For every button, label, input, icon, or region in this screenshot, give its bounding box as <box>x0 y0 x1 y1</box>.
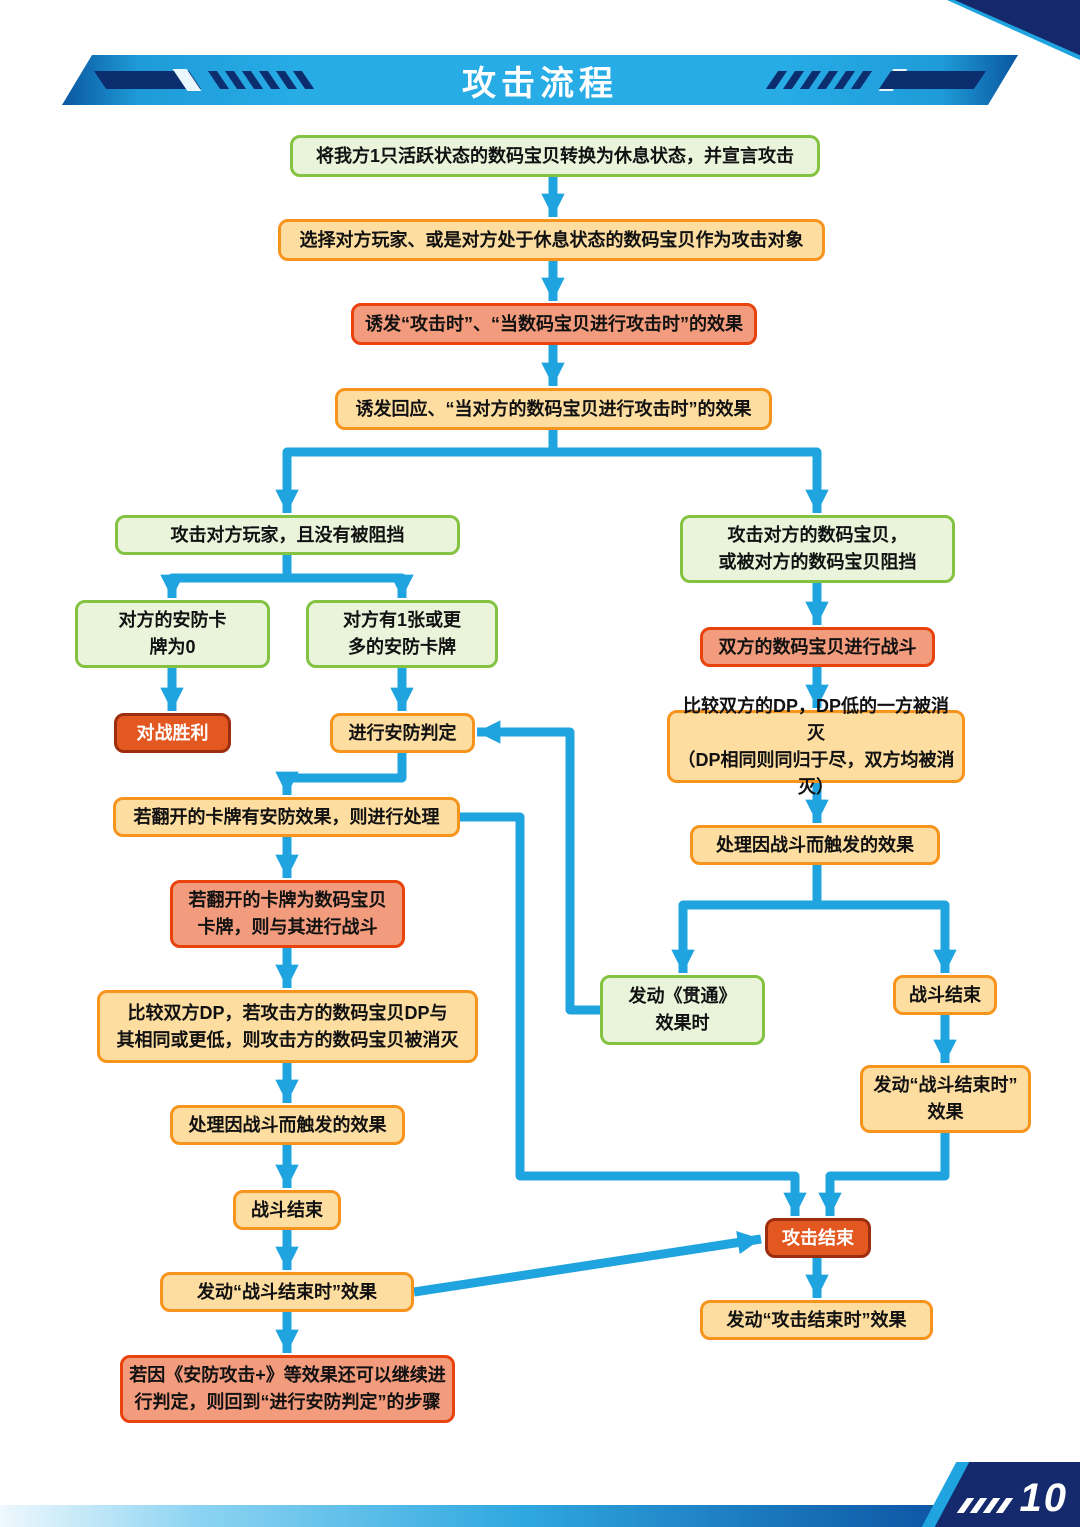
node-security-attack-plus: 若因《安防攻击+》等效果还可以继续进 行判定，则回到“进行安防判定”的步骤 <box>120 1355 455 1423</box>
edge-securityprocess-to-attackend <box>460 812 807 1216</box>
edge-player-to-zero <box>160 555 292 598</box>
edge-player-to-onemore <box>287 573 414 598</box>
node-security-digimon-battle: 若翻开的卡牌为数码宝贝 卡牌，则与其进行战斗 <box>170 880 405 948</box>
node-process-battle-effects-right: 处理因战斗而触发的效果 <box>690 825 940 865</box>
edge-piercing-to-check <box>477 720 600 1015</box>
node-compare-dp-battle: 比较双方的DP，DP低的一方被消灭 （DP相同则同归于尽，双方均被消灭） <box>667 696 965 797</box>
edge-endeffects-to-attackend-r <box>818 1133 950 1216</box>
node-battle-end-effects-right: 发动“战斗结束时” 效果 <box>860 1065 1031 1133</box>
edge-check-to-process <box>275 753 407 795</box>
node-piercing-effect: 发动《贯通》 效果时 <box>600 975 765 1045</box>
node-security-check: 进行安防判定 <box>330 713 475 753</box>
node-security-zero: 对方的安防卡 牌为0 <box>75 600 270 668</box>
page-number: 10 <box>1019 1476 1068 1520</box>
node-battle-end-effects-left: 发动“战斗结束时”效果 <box>160 1272 414 1312</box>
node-process-battle-effects-left: 处理因战斗而触发的效果 <box>170 1105 405 1145</box>
node-security-effect-process: 若翻开的卡牌有安防效果，则进行处理 <box>113 797 460 837</box>
node-attack-end-effects: 发动“攻击结束时”效果 <box>700 1300 933 1340</box>
edge-response-to-player <box>275 430 558 513</box>
node-trigger-when-attacking: 诱发“攻击时”、“当数码宝贝进行攻击时”的效果 <box>351 303 757 345</box>
node-security-one-or-more: 对方有1张或更 多的安防卡牌 <box>306 600 498 668</box>
node-both-battle: 双方的数码宝贝进行战斗 <box>700 627 935 667</box>
node-choose-target: 选择对方玩家、或是对方处于休息状态的数码宝贝作为攻击对象 <box>278 219 825 261</box>
node-compare-dp-security: 比较双方DP，若攻击方的数码宝贝DP与 其相同或更低，则攻击方的数码宝贝被消灭 <box>97 990 478 1063</box>
node-attack-player-unblocked: 攻击对方玩家，且没有被阻挡 <box>115 515 460 555</box>
node-attack-end: 攻击结束 <box>765 1218 871 1258</box>
bottom-border-bar <box>0 1505 1080 1527</box>
edge-endeffects-to-attackend-l <box>413 1230 762 1297</box>
node-battle-victory: 对战胜利 <box>114 713 231 753</box>
node-battle-end-left: 战斗结束 <box>233 1190 341 1230</box>
edge-response-to-digimon <box>553 447 829 513</box>
edge-effects-to-battleend-r <box>817 900 957 973</box>
page-title: 攻击流程 <box>462 64 618 103</box>
node-battle-end-right: 战斗结束 <box>893 975 997 1015</box>
node-trigger-response: 诱发回应、“当对方的数码宝贝进行攻击时”的效果 <box>335 388 772 430</box>
node-declare-attack: 将我方1只活跃状态的数码宝贝转换为休息状态，并宣言攻击 <box>290 135 820 177</box>
edge-effects-to-piercing <box>671 865 822 973</box>
node-attack-digimon-or-blocked: 攻击对方的数码宝贝， 或被对方的数码宝贝阻挡 <box>680 515 955 583</box>
title-banner: 攻击流程 <box>62 55 1018 105</box>
